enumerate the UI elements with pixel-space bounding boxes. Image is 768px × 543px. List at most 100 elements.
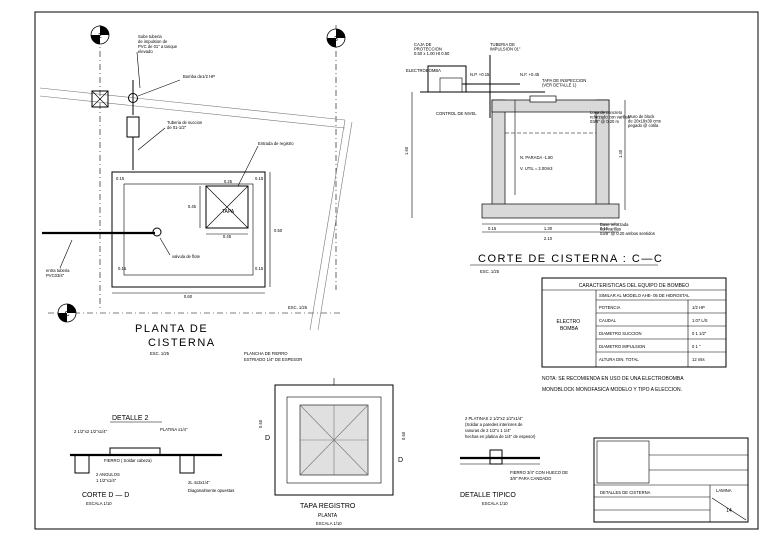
sheet-border bbox=[34, 11, 759, 530]
lid-label: TAPA bbox=[222, 209, 235, 215]
svg-text:LAMINA: LAMINA bbox=[716, 488, 732, 493]
cistern-inner bbox=[123, 183, 254, 276]
tapa-title: TAPA REGISTRO bbox=[300, 503, 356, 510]
pump-note-line1: NOTA: SE RECOMIENDA EN USO DE UNA ELECTR… bbox=[542, 376, 684, 382]
water-level-label: N. PARADA -1.80 bbox=[520, 155, 553, 160]
base-slab bbox=[481, 203, 620, 219]
axis-label-c: C bbox=[64, 311, 69, 318]
sheet-number: 14 bbox=[726, 508, 732, 514]
section-title: CORTE DE CISTERNA : C—C bbox=[478, 253, 663, 265]
suction-label: Tuberia de succion de 01-1/2" bbox=[167, 120, 203, 130]
tapa-registro: PLANCHA DE FIERRO ESTRIADO 1/4" DE ESPES… bbox=[244, 351, 406, 526]
axis-bubble-c: C bbox=[57, 303, 77, 323]
axis-label-3: 3 bbox=[334, 36, 338, 43]
pump-table-rows: SIMILAR AL MODELO AHE- 05 DE HIDROSTAL P… bbox=[599, 293, 708, 362]
discharge-label: Sube tuberia de impulsion de PVC de 01" … bbox=[138, 34, 178, 54]
svg-text:ESCALA 1/10: ESCALA 1/10 bbox=[316, 521, 342, 526]
svg-text:2 PLATINAS 2 1/2"x2 1/2"x1/4": 2 PLATINAS 2 1/2"x2 1/2"x1/4" bbox=[465, 416, 523, 421]
pump-label: Bomba de1/2 HP bbox=[183, 74, 215, 79]
slab-label: Losa de concreto reforzado con varillas … bbox=[590, 110, 631, 124]
plan-dimensions: 0.45 0.45 0.25 0.60 0.50 0.15 0.15 0.15 … bbox=[112, 172, 283, 299]
plan-scale-right: ESC. 1/25 bbox=[288, 305, 308, 310]
svg-text:N.F. +0.45: N.F. +0.45 bbox=[520, 72, 540, 77]
svg-text:0.15: 0.15 bbox=[488, 226, 497, 231]
level-control-label: CONTROL DE NIVEL bbox=[436, 111, 477, 116]
float-valve-label: valvula de flote bbox=[172, 254, 201, 259]
svg-text:0.45: 0.45 bbox=[223, 234, 232, 239]
electrobomba-symbol bbox=[439, 77, 463, 93]
inlet-label: entra tuberia PVC03/4" bbox=[46, 268, 71, 278]
detalle2-title: DETALLE 2 bbox=[112, 415, 149, 422]
svg-text:0.15: 0.15 bbox=[255, 176, 264, 181]
svg-text:1.30: 1.30 bbox=[544, 226, 553, 231]
svg-text:1 1/2"x1/4": 1 1/2"x1/4" bbox=[96, 478, 117, 483]
detalle-tipico: 2 PLATINAS 2 1/2"x2 1/2"x1/4" (Soldar a … bbox=[460, 416, 568, 506]
detalle2-section-title: CORTE D — D bbox=[82, 492, 129, 499]
svg-text:Diagonalmente opuestas: Diagonalmente opuestas bbox=[188, 488, 234, 493]
svg-text:0.15: 0.15 bbox=[255, 266, 264, 271]
pump-note-line2: MONOBLOCK MONOFASICA MODELO Y TIPO A ELE… bbox=[542, 387, 682, 393]
float-valve-symbol bbox=[152, 227, 162, 237]
wall-label: Muro de block de 20x19x39 cms pegado @ c… bbox=[628, 114, 662, 128]
svg-text:12 mts: 12 mts bbox=[692, 357, 705, 362]
svg-text:FIERRO 3/4" CON HUECO DE: FIERRO 3/4" CON HUECO DE bbox=[510, 470, 568, 475]
svg-text:DIAMETRO IMPULSION: DIAMETRO IMPULSION bbox=[599, 344, 645, 349]
grid-axes: 2 3 C bbox=[48, 25, 346, 323]
axis-label-2: 2 bbox=[98, 33, 102, 40]
inspection-label: TAPA DE INSPECCION (VER DETALLE 1) bbox=[542, 78, 587, 88]
svg-text:ESCALA 1/10: ESCALA 1/10 bbox=[86, 501, 112, 506]
svg-text:0.15: 0.15 bbox=[118, 266, 127, 271]
svg-text:PLANTA: PLANTA bbox=[318, 513, 338, 519]
svg-text:ESTRIADO 1/4" DE ESPESOR: ESTRIADO 1/4" DE ESPESOR bbox=[244, 357, 302, 362]
svg-text:ranuras de 2 1/2"x 1 1/4": ranuras de 2 1/2"x 1 1/4" bbox=[465, 428, 512, 433]
svg-text:0.50: 0.50 bbox=[274, 228, 283, 233]
svg-text:D: D bbox=[398, 457, 403, 464]
plan-view: TAPA Sube tuberia de impulsion de PVC de… bbox=[39, 34, 353, 356]
svg-text:3/8" PARA CANDADO: 3/8" PARA CANDADO bbox=[510, 476, 552, 481]
cistern-outer bbox=[111, 171, 266, 288]
title-block: DETALLES DE CISTERNA LAMINA 14 bbox=[593, 437, 749, 523]
svg-text:FIERRO ( Soldar cabeza): FIERRO ( Soldar cabeza) bbox=[104, 458, 152, 463]
svg-text:ALTURA DIN. TOTAL: ALTURA DIN. TOTAL bbox=[599, 357, 639, 362]
protection-box-label: CAJA DE PROTECCION 0.50 x 1.00 Ht 0.50 bbox=[414, 42, 450, 56]
registry-lid bbox=[205, 185, 249, 229]
drawing-title: DETALLES DE CISTERNA bbox=[600, 490, 651, 495]
svg-text:DIAMETRO SUCCION: DIAMETRO SUCCION bbox=[599, 331, 642, 336]
svg-text:2 1/2"x2 1/2"x1/4": 2 1/2"x2 1/2"x1/4" bbox=[74, 429, 108, 434]
section-scale: ESC. 1/25 bbox=[480, 269, 500, 274]
svg-text:POTENCIA: POTENCIA bbox=[599, 305, 621, 310]
svg-text:0.15: 0.15 bbox=[116, 176, 125, 181]
detalle-tipico-title: DETALLE TIPICO bbox=[460, 492, 516, 499]
svg-text:1.40: 1.40 bbox=[618, 149, 623, 158]
svg-text:1.60: 1.60 bbox=[404, 146, 409, 155]
pump-table: CARACTERISTICAS DEL EQUIPO DE BOMBEO ELE… bbox=[541, 277, 727, 393]
left-wall bbox=[491, 99, 506, 211]
plan-title-line1: PLANTA DE bbox=[135, 323, 208, 335]
pump-box bbox=[91, 90, 109, 108]
base-label: Base reforzada con varillas 03/8" @ 0.20… bbox=[600, 222, 655, 236]
pump-table-label: ELECTRO BOMBA bbox=[556, 319, 581, 332]
svg-text:CAUDAL: CAUDAL bbox=[599, 318, 617, 323]
volume-label: V. UTIL = 2.00m3 bbox=[520, 166, 553, 171]
svg-text:0.25: 0.25 bbox=[224, 179, 233, 184]
axis-bubble-2: 2 bbox=[90, 25, 110, 45]
svg-text:1/2 HP: 1/2 HP bbox=[692, 305, 705, 310]
svg-text:PLATINA x1/4": PLATINA x1/4" bbox=[160, 427, 188, 432]
svg-text:ESCALA 1/10: ESCALA 1/10 bbox=[482, 501, 508, 506]
pump-table-title: CARACTERISTICAS DEL EQUIPO DE BOMBEO bbox=[579, 283, 690, 289]
svg-text:(Soldar a paredes interiores d: (Soldar a paredes interiores de bbox=[465, 422, 523, 427]
svg-text:1.07 L/S: 1.07 L/S bbox=[692, 318, 708, 323]
svg-text:0.60: 0.60 bbox=[184, 294, 193, 299]
detalle-2: DETALLE 2 2 1/2"x2 1/2"x1/4" PLATINA x1/… bbox=[70, 415, 234, 506]
impulsion-label: TUBERIA DE IMPULSION 01" bbox=[490, 42, 521, 52]
svg-text:D: D bbox=[265, 435, 270, 442]
svg-text:hechas en platina de 1/4" de e: hechas en platina de 1/4" de espesor) bbox=[465, 434, 536, 439]
plan-scale: ESC. 1/25 bbox=[150, 351, 170, 356]
svg-text:0 1 1/2": 0 1 1/2" bbox=[692, 331, 707, 336]
svg-text:0.15: 0.15 bbox=[600, 226, 609, 231]
axis-bubble-3: 3 bbox=[326, 28, 346, 48]
svg-text:0.60: 0.60 bbox=[258, 419, 263, 428]
svg-text:PLANCHA DE FIERRO: PLANCHA DE FIERRO bbox=[244, 351, 288, 356]
svg-text:2 ANGULOS: 2 ANGULOS bbox=[96, 472, 120, 477]
